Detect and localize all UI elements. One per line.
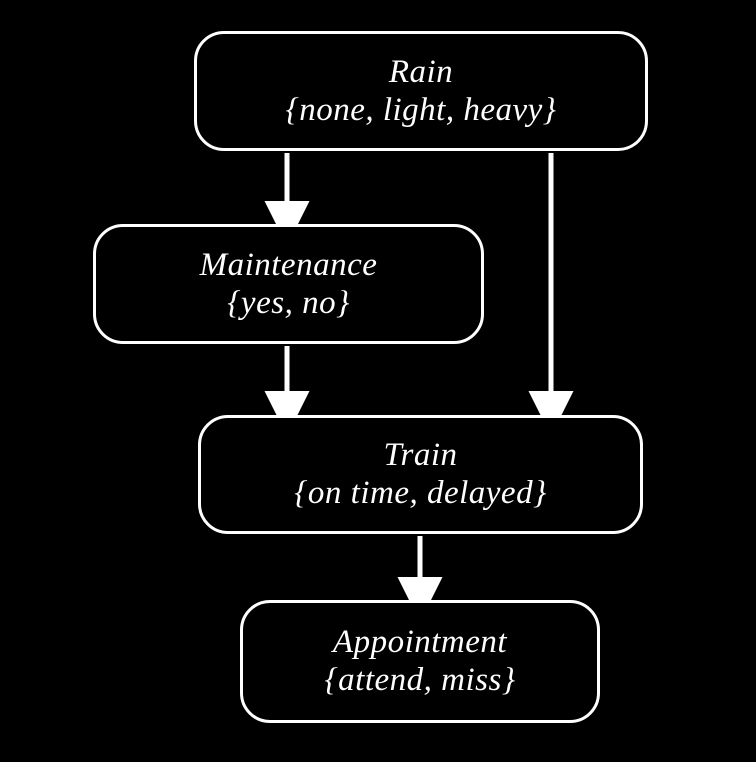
node-maintenance[interactable]: Maintenance {yes, no}: [93, 224, 484, 344]
node-rain-states: {none, light, heavy}: [285, 91, 557, 128]
node-appointment-label: Appointment: [332, 624, 508, 661]
node-maintenance-states: {yes, no}: [227, 284, 350, 321]
node-rain-label: Rain: [388, 53, 454, 90]
node-train-label: Train: [383, 437, 458, 474]
node-appointment-states: {attend, miss}: [324, 662, 516, 698]
node-rain[interactable]: Rain {none, light, heavy}: [194, 31, 648, 151]
node-maintenance-label: Maintenance: [199, 246, 378, 283]
node-train[interactable]: Train {on time, delayed}: [198, 415, 643, 534]
node-appointment[interactable]: Appointment {attend, miss}: [240, 600, 600, 723]
node-train-states: {on time, delayed}: [294, 475, 547, 511]
